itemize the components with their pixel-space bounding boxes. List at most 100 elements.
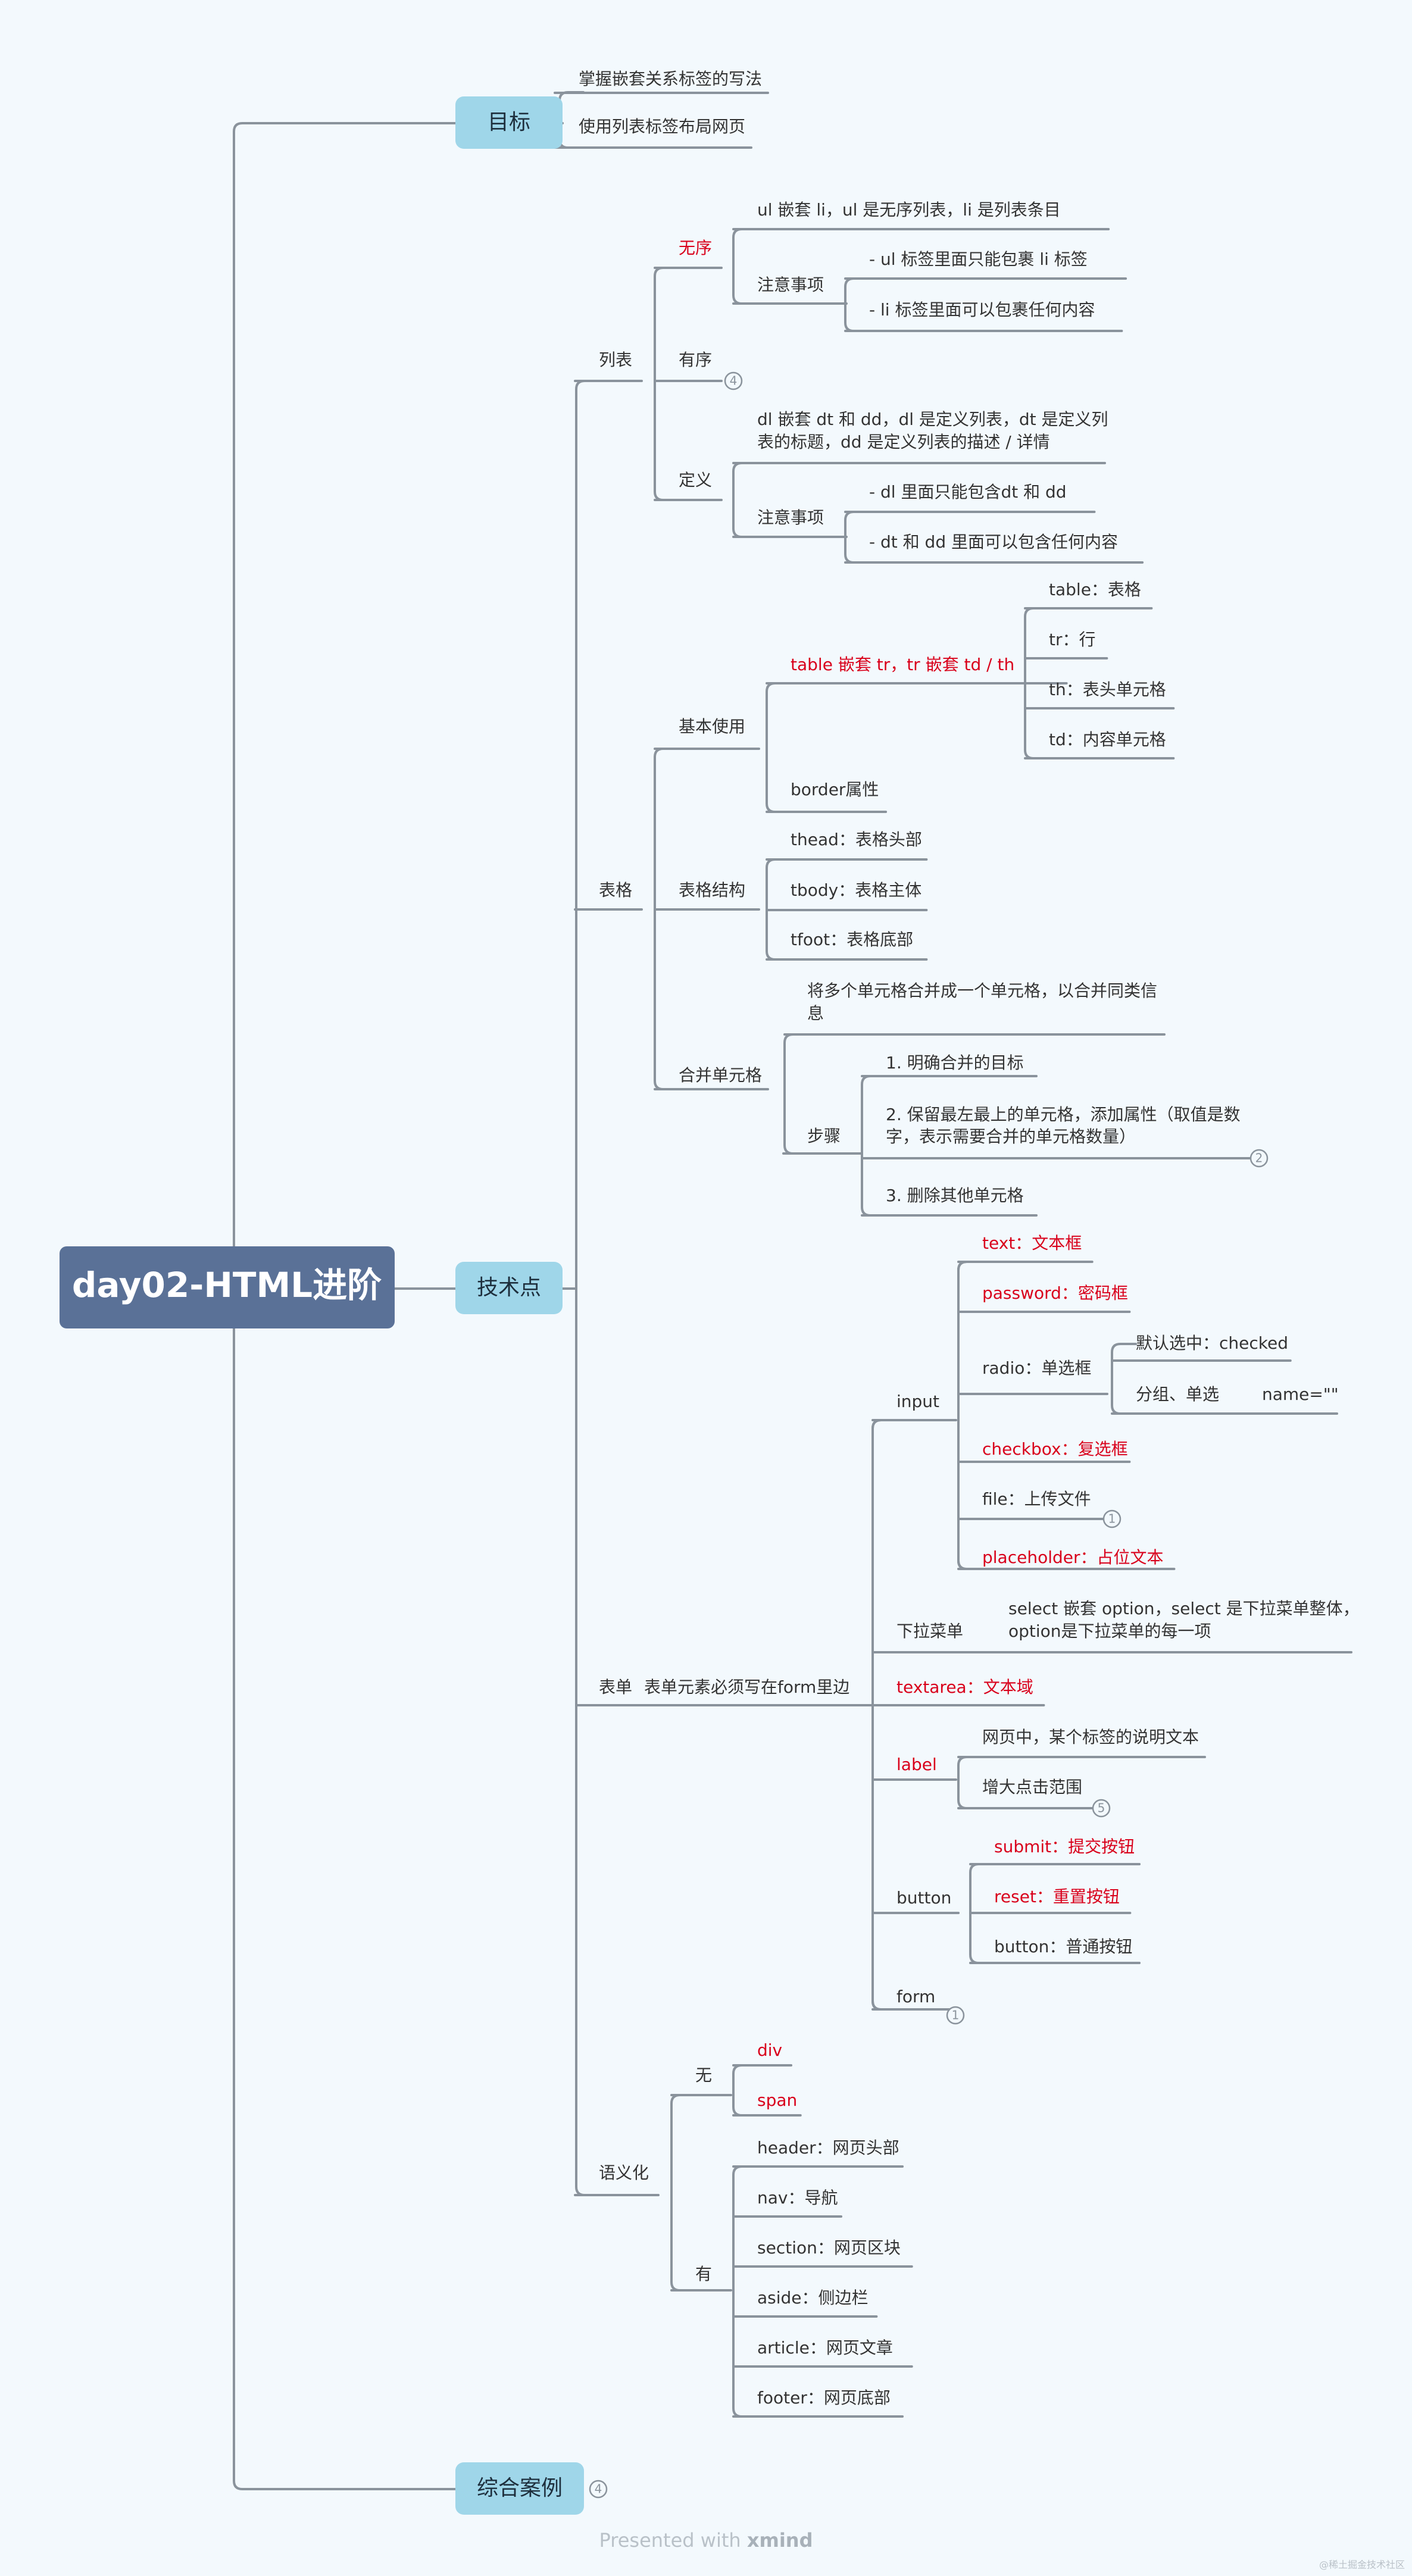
semantic-has-item-6: footer：网页底部: [757, 2388, 891, 2408]
radio-name: name="": [1262, 1384, 1339, 1404]
label-desc: 网页中，某个标签的说明文本: [982, 1727, 1199, 1747]
table-structure-label: 表格结构: [679, 880, 745, 900]
semantic-has-item-4: aside：侧边栏: [757, 2288, 869, 2308]
button-label: button: [896, 1888, 951, 1908]
basic-bracket: [766, 682, 792, 813]
tech-topic-label: 技术点: [477, 1276, 541, 1300]
input-bracket-items: [957, 1261, 983, 1570]
tech-topic-box[interactable]: [455, 1262, 563, 1314]
definition-desc-2: 表的标题，dd 是定义列表的描述 / 详情: [757, 432, 1050, 452]
button-plain: button：普通按钮: [994, 1937, 1132, 1956]
root-topic-label: day02-HTML进阶: [72, 1265, 382, 1305]
ordered-collapsed-badge[interactable]: [724, 371, 743, 390]
case-collapsed-badge[interactable]: [589, 2480, 608, 2499]
merge-steps-label: 步骤: [807, 1126, 841, 1146]
case-topic-box[interactable]: [455, 2462, 584, 2515]
form-bracket: [871, 1419, 898, 2011]
semantic-has-bracket: [732, 2165, 758, 2418]
ordered-collapsed-badge-count: 4: [730, 374, 738, 388]
presented-with-footer: Presented with xmind: [599, 2529, 813, 2552]
radio-default: 默认选中：checked: [1136, 1333, 1288, 1353]
semantic-has-item-2: nav：导航: [757, 2188, 838, 2208]
form-label: 表单: [599, 1677, 632, 1697]
merge-step-2-badge[interactable]: [1249, 1149, 1269, 1168]
merge-desc-1: 将多个单元格合并成一个单元格，以合并同类信: [807, 981, 1157, 1001]
unordered-notes-bracket: [844, 277, 870, 332]
label-node-label: label: [896, 1755, 937, 1774]
input-placeholder: placeholder：占位文本: [982, 1548, 1164, 1567]
semantic-none-bracket: [732, 2064, 758, 2117]
list-ordered-label: 有序: [679, 350, 712, 370]
table-basic-label: 基本使用: [679, 717, 745, 736]
goal-topic-label: 目标: [488, 110, 530, 135]
table-tag-1: table：表格: [1049, 580, 1141, 599]
structure-item-3: tfoot：表格底部: [791, 930, 913, 949]
definition-notes-bracket: [844, 511, 870, 564]
definition-note-2: - dt 和 dd 里面可以包含任何内容: [869, 532, 1118, 552]
unordered-note-2: - li 标签里面可以包裹任何内容: [869, 300, 1095, 320]
merge-step-1: 1. 明确合并的目标: [886, 1053, 1024, 1073]
input-checkbox: checkbox：复选框: [982, 1439, 1128, 1459]
footer-brand: xmind: [747, 2529, 813, 2552]
form-node-label: form: [896, 1987, 935, 2006]
list-definition-label: 定义: [679, 470, 712, 490]
footer-prefix: Presented with: [599, 2529, 747, 2552]
steps-bracket: [861, 1075, 887, 1217]
table-merge-label: 合并单元格: [679, 1065, 762, 1085]
basic-border: border属性: [791, 780, 879, 799]
structure-item-1: thead：表格头部: [791, 830, 922, 849]
form-node-badge[interactable]: [946, 2006, 965, 2025]
radio-bracket: [1111, 1343, 1137, 1415]
input-radio: radio：单选框: [982, 1358, 1091, 1378]
button-reset: reset：重置按钮: [994, 1887, 1120, 1906]
basic-nest: table 嵌套 tr，tr 嵌套 td / th: [791, 655, 1014, 674]
input-file-badge-count: 1: [1108, 1512, 1116, 1526]
definition-desc-1: dl 嵌套 dt 和 dd，dl 是定义列表，dt 是定义列: [757, 409, 1108, 429]
input-password: password：密码框: [982, 1283, 1128, 1303]
table-label: 表格: [599, 880, 632, 900]
merge-step-2-badge-count: 2: [1255, 1151, 1263, 1165]
button-submit: submit：提交按钮: [994, 1837, 1135, 1856]
table-bracket: [654, 748, 680, 1090]
unordered-bracket: [732, 228, 758, 305]
goal-item-2: 使用列表标签布局网页: [579, 117, 745, 136]
select-label: 下拉菜单: [896, 1621, 963, 1641]
input-bracket: [957, 1261, 983, 1570]
form-note: 表单元素必须写在form里边: [644, 1677, 849, 1697]
form-bracket-outer: [871, 1419, 898, 2011]
semantic-has-item-5: article：网页文章: [757, 2338, 893, 2358]
select-desc-2: option是下拉菜单的每一项: [1008, 1621, 1211, 1641]
table-tag-2: tr：行: [1049, 630, 1096, 649]
semantic-has-label: 有: [695, 2264, 712, 2284]
label-effect-badge[interactable]: [1092, 1799, 1111, 1818]
textarea-label: textarea：文本域: [896, 1677, 1033, 1697]
table-tag-3: th：表头单元格: [1049, 680, 1166, 699]
semantic-div: div: [757, 2040, 782, 2060]
list-label: 列表: [599, 350, 632, 370]
input-label: input: [896, 1392, 939, 1411]
semantic-has-item-3: section：网页区块: [757, 2238, 901, 2258]
goal-topic-box[interactable]: [455, 96, 563, 149]
input-file-badge[interactable]: [1102, 1509, 1122, 1528]
case-topic-label: 综合案例: [477, 2476, 563, 2500]
watermark: @稀土掘金技术社区: [1319, 2559, 1405, 2571]
root-topic-box[interactable]: [60, 1246, 395, 1328]
semantic-span: span: [757, 2090, 797, 2110]
label-effect: 增大点击范围: [982, 1777, 1082, 1797]
form-node-badge-count: 1: [952, 2008, 960, 2022]
merge-desc-2: 息: [807, 1003, 824, 1023]
structure-item-2: tbody：表格主体: [791, 880, 921, 900]
goal-item-1: 掌握嵌套关系标签的写法: [579, 69, 762, 89]
merge-bracket: [783, 1033, 810, 1155]
case-collapsed-badge-count: 4: [595, 2482, 602, 2496]
merge-step-2-line-2: 字，表示需要合并的单元格数量）: [886, 1127, 1136, 1146]
semantic-label: 语义化: [599, 2163, 649, 2183]
radio-group: 分组、单选: [1136, 1384, 1219, 1404]
select-desc-1: select 嵌套 option，select 是下拉菜单整体，: [1008, 1599, 1360, 1618]
input-text: text：文本框: [982, 1233, 1082, 1253]
unordered-desc: ul 嵌套 li，ul 是无序列表，li 是列表条目: [757, 200, 1061, 220]
definition-note-1: - dl 里面只能包含dt 和 dd: [869, 482, 1067, 502]
unordered-note-1: - ul 标签里面只能包裹 li 标签: [869, 249, 1088, 269]
